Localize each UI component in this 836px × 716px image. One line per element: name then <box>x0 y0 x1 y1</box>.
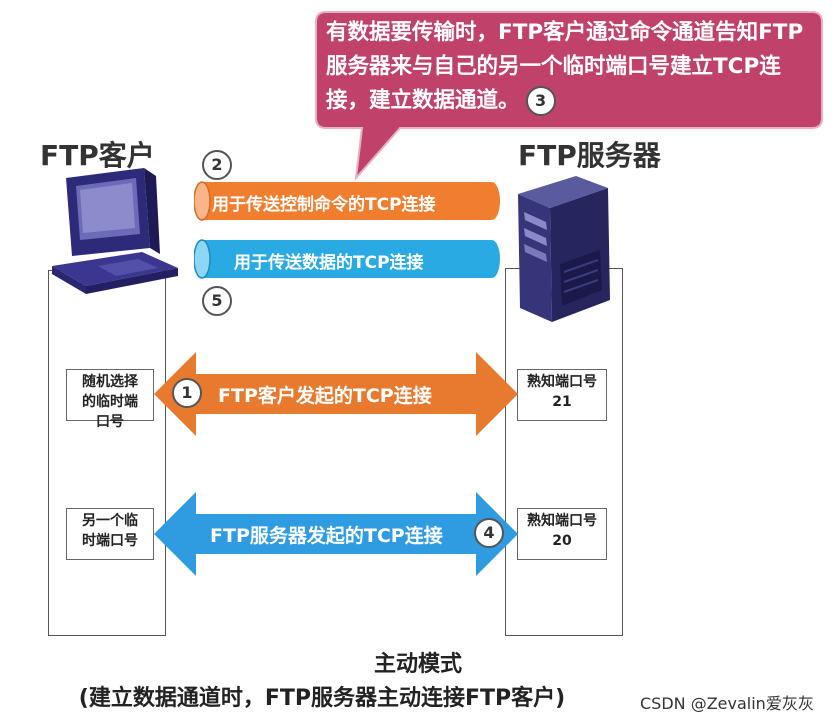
client-column <box>48 270 166 636</box>
server-icon <box>518 176 610 322</box>
server-port-number-1: 21 <box>552 394 572 410</box>
caption-title: 主动模式 <box>373 652 462 677</box>
step-3-badge: 3 <box>525 86 556 116</box>
client-port-box-1: 随机选择的临时端口号 <box>66 369 154 430</box>
client-initiated-label: FTP客户发起的TCP连接 <box>218 385 432 407</box>
step-2-badge: 2 <box>202 150 232 180</box>
step-4-badge: 4 <box>474 518 504 548</box>
client-port-label-1: 随机选择的临时端口号 <box>82 374 138 430</box>
data-connection-label: 用于传送数据的TCP连接 <box>234 253 424 273</box>
server-port-box-1: 熟知端口号 21 <box>517 369 607 421</box>
client-port-label-2: 另一个临时端口号 <box>82 513 138 549</box>
server-column <box>505 268 623 636</box>
callout-message: 有数据要传输时，FTP客户通过命令通道告知FTP服务器来与自己的另一个临时端口号… <box>326 20 804 113</box>
client-port-box-2: 另一个临时端口号 <box>66 508 154 560</box>
server-port-label-2: 熟知端口号 <box>527 513 597 529</box>
step-5-badge: 5 <box>202 286 232 316</box>
server-port-box-2: 熟知端口号 20 <box>517 508 607 560</box>
control-connection-tube <box>194 181 500 221</box>
client-title: FTP客户 <box>40 139 155 172</box>
server-initiated-label: FTP服务器发起的TCP连接 <box>210 525 443 547</box>
control-connection-label: 用于传送控制命令的TCP连接 <box>212 195 436 215</box>
watermark: CSDN @Zevalin爱灰灰 <box>640 694 814 713</box>
callout-shape <box>315 11 823 182</box>
client-initiated-arrow <box>154 352 518 436</box>
step-1-badge: 1 <box>172 378 202 408</box>
computer-icon <box>52 168 178 294</box>
callout-bubble <box>315 11 823 182</box>
data-connection-tube <box>194 239 500 279</box>
callout-text: 有数据要传输时，FTP客户通过命令通道告知FTP服务器来与自己的另一个临时端口号… <box>326 16 816 118</box>
server-port-label-1: 熟知端口号 <box>527 374 597 390</box>
server-initiated-arrow <box>154 492 518 576</box>
caption-subtitle: (建立数据通道时，FTP服务器主动连接FTP客户) <box>78 686 566 711</box>
server-port-number-2: 20 <box>552 533 572 549</box>
server-title: FTP服务器 <box>518 139 661 172</box>
